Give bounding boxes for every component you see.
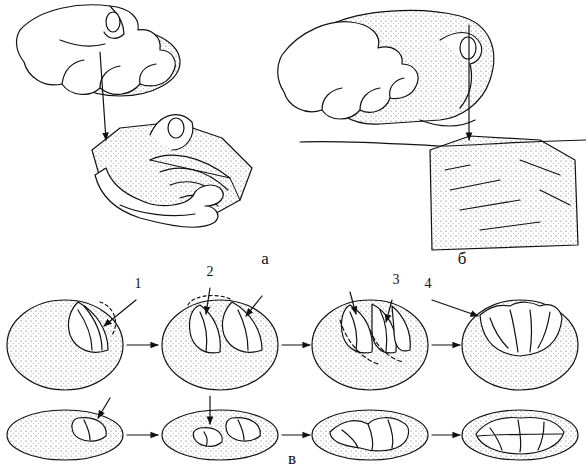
panel-letter: а (261, 250, 269, 267)
callout-number: 1 (135, 277, 142, 291)
callout-number: 2 (207, 265, 214, 279)
callout-number: 3 (393, 273, 400, 287)
panel-letter: в (288, 450, 296, 467)
callout-number: 4 (425, 277, 432, 291)
panel-letter: б (458, 250, 467, 267)
